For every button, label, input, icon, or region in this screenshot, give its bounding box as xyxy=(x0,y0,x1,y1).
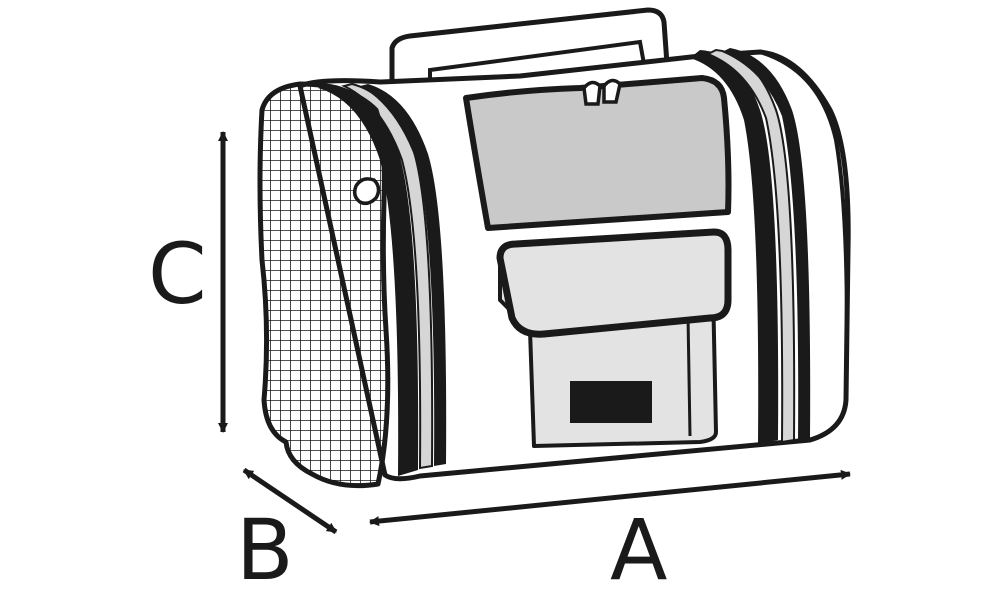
depth-label: B xyxy=(236,501,294,599)
mesh-side-panel xyxy=(257,81,391,489)
left-stripe-band xyxy=(318,82,447,476)
width-dimension-arrow xyxy=(369,469,851,527)
side-zipper-pull xyxy=(352,177,381,206)
pocket-flap xyxy=(496,228,732,338)
front-window-panel xyxy=(463,75,732,231)
height-label: C xyxy=(148,225,207,323)
width-label: A xyxy=(610,501,668,599)
front-zipper-pulls xyxy=(582,78,622,106)
right-stripe-band xyxy=(690,48,811,444)
label-patch xyxy=(570,381,652,423)
depth-dimension-arrow xyxy=(242,467,338,535)
